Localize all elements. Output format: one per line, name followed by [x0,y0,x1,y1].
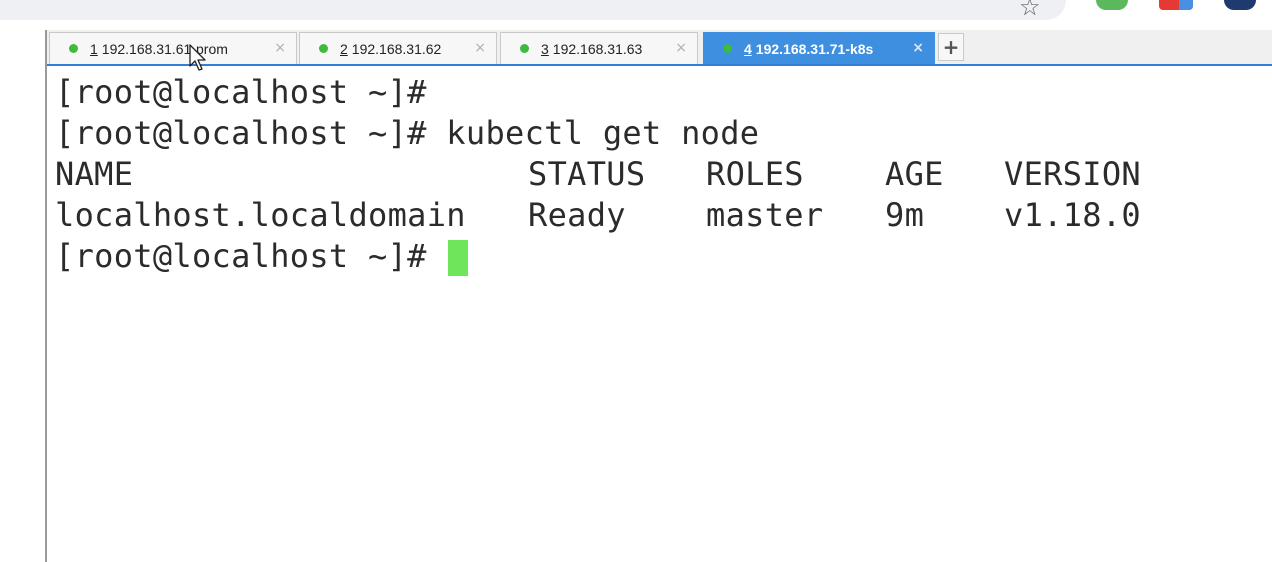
tab-session-3[interactable]: 3 192.168.31.63 × [500,32,698,64]
table-cell: localhost.localdomain [55,196,466,234]
column-header: ROLES [706,155,804,193]
extension-red-icon[interactable] [1159,0,1193,10]
mouse-pointer-icon [189,44,206,71]
terminal-output[interactable]: [root@localhost ~]# [root@localhost ~]# … [55,72,1255,277]
session-tab-bar: 1 192.168.31.61-prom × 2 192.168.31.62 ×… [47,30,1272,66]
column-header: NAME [55,155,134,193]
bookmark-star-icon[interactable]: ☆ [1019,0,1041,21]
terminal-window: 1 192.168.31.61-prom × 2 192.168.31.62 ×… [45,30,1272,562]
column-header: VERSION [1004,155,1141,193]
table-cell: v1.18.0 [1004,196,1141,234]
terminal-prompt: [root@localhost ~]# [55,237,447,275]
tab-number: 3 [541,40,549,57]
terminal-line: [root@localhost ~]# kubectl get node [55,114,760,152]
new-tab-button[interactable]: + [938,33,964,61]
tab-number: 4 [744,40,752,57]
left-gutter [0,30,45,562]
text-cursor [448,240,469,276]
table-cell: Ready [528,196,626,234]
tab-close-icon[interactable]: × [912,40,924,56]
tab-close-icon[interactable]: × [474,40,486,56]
tab-title: 192.168.31.63 [552,40,643,57]
terminal-line: [root@localhost ~]# [55,73,427,111]
tab-number: 1 [90,40,98,57]
tab-number: 2 [340,40,348,57]
table-cell: 9m [885,196,925,234]
tab-title: 192.168.31.62 [351,40,442,57]
connection-status-icon [520,44,529,53]
tab-title: 192.168.31.61-prom [101,40,228,57]
tab-title: 192.168.31.71-k8s [755,40,874,57]
tab-close-icon[interactable]: × [675,40,687,56]
column-header: STATUS [528,155,646,193]
tab-session-2[interactable]: 2 192.168.31.62 × [299,32,497,64]
extension-green-icon[interactable] [1096,0,1128,10]
table-row: localhost.localdomain Ready master 9m v1… [55,195,1255,236]
browser-toolbar: ☆ [0,0,1272,30]
column-header: AGE [885,155,944,193]
address-bar[interactable] [0,0,1066,20]
terminal-prompt-line[interactable]: [root@localhost ~]# [55,236,1255,277]
connection-status-icon [319,44,328,53]
tab-session-1[interactable]: 1 192.168.31.61-prom × [49,32,297,64]
connection-status-icon [723,44,732,53]
tab-close-icon[interactable]: × [274,40,286,56]
profile-avatar-icon[interactable] [1224,0,1256,10]
table-header-row: NAME STATUS ROLES AGE VERSION [55,154,1255,195]
table-cell: master [706,196,824,234]
tab-session-4[interactable]: 4 192.168.31.71-k8s × [703,32,935,64]
connection-status-icon [69,44,78,53]
